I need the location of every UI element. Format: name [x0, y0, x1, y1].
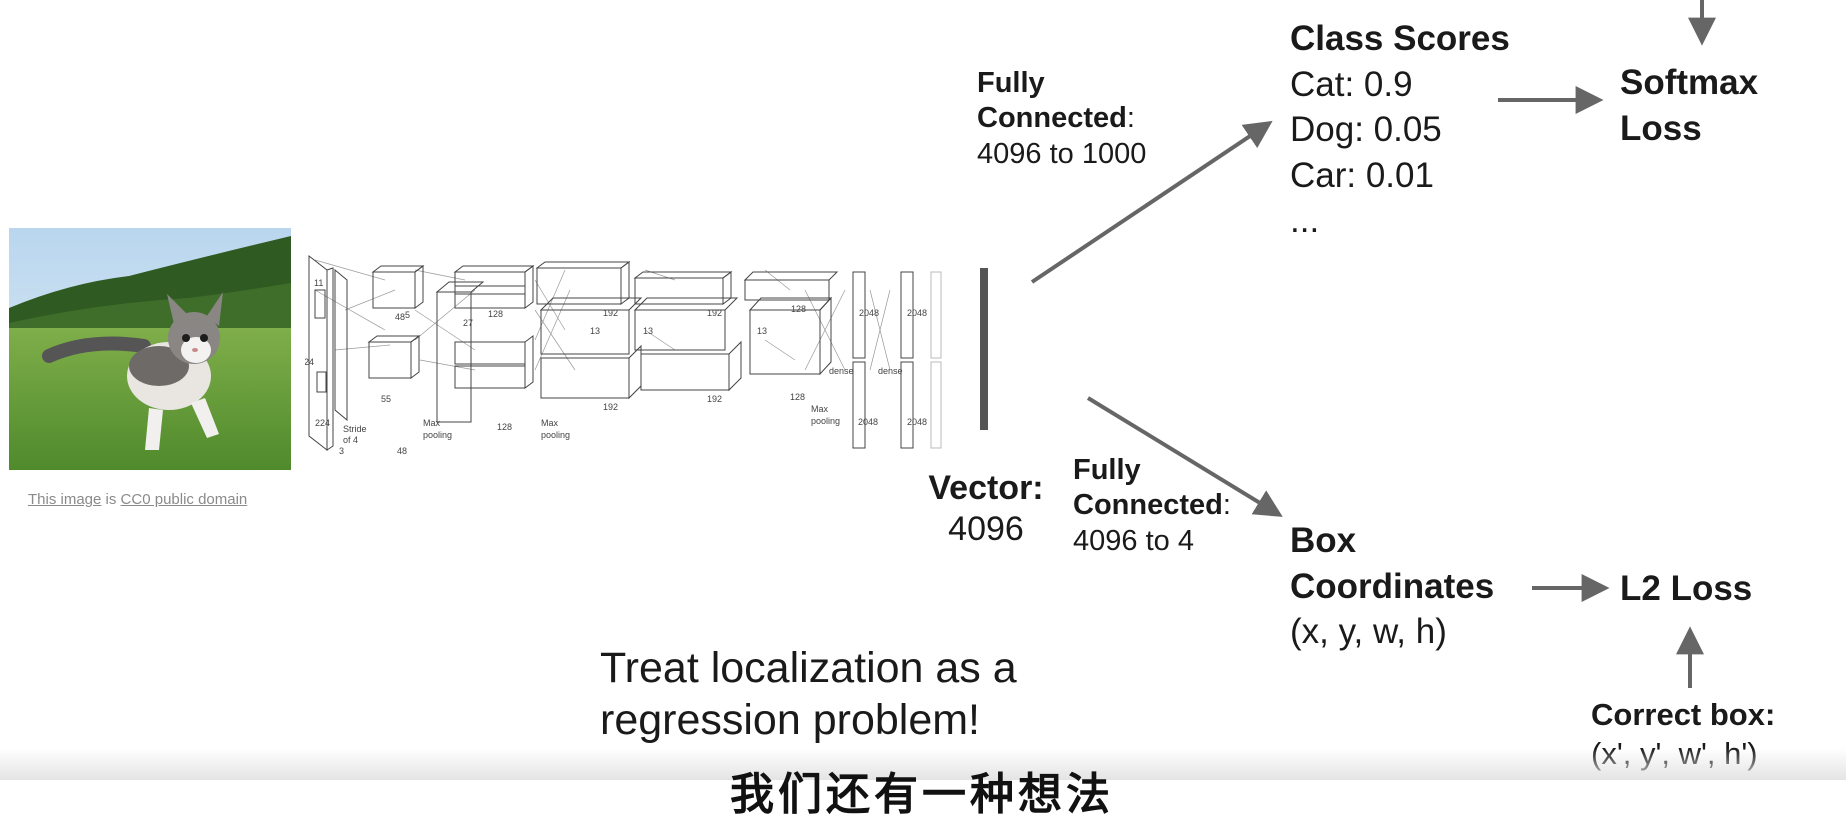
label-maxpool3b: pooling [811, 416, 840, 426]
label-128d: 128 [790, 392, 805, 402]
arrow-to-class-scores [1030, 120, 1273, 284]
label-11: 11 [314, 278, 323, 288]
label-128a: 128 [488, 309, 503, 319]
arrow-to-box-coordinates [1086, 396, 1283, 517]
fc-top-line3: 4096 to 1000 [977, 137, 1147, 170]
label-128c: 128 [791, 304, 806, 314]
label-2048d: 2048 [907, 417, 927, 427]
box-line2: Coordinates [1290, 566, 1495, 606]
label-dense1: dense [829, 366, 854, 376]
label-2048a: 2048 [859, 308, 879, 318]
label-5: 5 [405, 310, 410, 320]
box-line3: (x, y, w, h) [1290, 612, 1447, 651]
label-3: 3 [339, 446, 344, 456]
softmax-line1: Softmax [1620, 63, 1759, 102]
fc-top-line2: Connected [977, 102, 1127, 135]
label-2048c: 2048 [907, 308, 927, 318]
label-stride: Stride [343, 424, 367, 434]
cat-photo [9, 228, 291, 470]
label-128b: 128 [497, 422, 512, 432]
label-stride-of4: of 4 [343, 435, 358, 445]
label-192d: 192 [707, 394, 722, 404]
box-coordinates-block: Box Coordinates (x, y, w, h) [1290, 518, 1494, 655]
label-48b: 48 [397, 446, 407, 456]
correct-box-line1: Correct box: [1591, 697, 1776, 732]
softmax-line2: Loss [1620, 108, 1702, 148]
fc-bottom-line1: Fully [1073, 454, 1141, 486]
box-line1: Box [1290, 521, 1357, 560]
label-13c: 13 [757, 326, 767, 336]
class-score-item: Car: 0.01 [1290, 155, 1434, 195]
class-scores-block: Class Scores Cat: 0.9 Dog: 0.05 Car: 0.0… [1290, 16, 1510, 244]
l2-loss-label: L2 Loss [1620, 569, 1753, 608]
label-48a: 48 [395, 312, 405, 322]
class-score-item: Cat: 0.9 [1290, 64, 1413, 104]
class-score-item: ... [1290, 201, 1320, 240]
fc-bottom-line3: 4096 to 4 [1073, 524, 1194, 557]
fc-top-label: Fully Connected: 4096 to 1000 [977, 66, 1146, 172]
label-192b: 192 [603, 402, 618, 412]
video-subtitle: 我们还有一种想法 [730, 770, 1114, 819]
arrows-layer [1030, 0, 1716, 688]
label-maxpool2: Max [541, 418, 559, 428]
label-192a: 192 [603, 308, 618, 318]
label-maxpool1: Max [423, 418, 441, 428]
feature-vector-bar [980, 268, 988, 430]
label-192c: 192 [707, 308, 722, 318]
fc-top-line1: Fully [977, 67, 1045, 99]
label-55: 55 [381, 394, 391, 404]
fc-bottom-line2: Connected [1073, 489, 1223, 522]
label-dense2: dense [878, 366, 903, 376]
image-link[interactable]: This image [28, 491, 102, 508]
label-2048b: 2048 [858, 417, 878, 427]
alexnet-architecture-diagram: 224 224 3 11 5 55 48 48 27 128 128 192 1… [299, 250, 945, 462]
label-224a: 224 [305, 357, 314, 367]
subtitle-strip [0, 748, 1846, 780]
label-maxpool2b: pooling [541, 430, 570, 440]
fc-top-colon: : [1126, 102, 1135, 135]
fc-bottom-label: Fully Connected: 4096 to 4 [1073, 453, 1231, 559]
class-scores-title: Class Scores [1290, 19, 1510, 58]
vector-title: Vector: [928, 469, 1044, 507]
label-27: 27 [463, 318, 473, 328]
label-maxpool3: Max [811, 404, 829, 414]
label-13b: 13 [643, 326, 653, 336]
label-224b: 224 [315, 418, 330, 428]
fc-bottom-colon: : [1222, 489, 1231, 522]
credit-is-text: is [105, 491, 117, 508]
softmax-loss-label: Softmax Loss [1620, 60, 1758, 151]
caption-line2: regression problem! [600, 696, 981, 745]
class-score-item: Dog: 0.05 [1290, 110, 1442, 149]
photo-credit: This image is CC0 public domain [28, 491, 247, 508]
caption-line1: Treat localization as a [600, 644, 1017, 692]
vector-value: 4096 [948, 510, 1024, 549]
label-maxpool1b: pooling [423, 430, 452, 440]
label-13a: 13 [590, 326, 600, 336]
license-link[interactable]: CC0 public domain [120, 491, 248, 508]
vector-label: Vector: 4096 [918, 468, 1054, 551]
